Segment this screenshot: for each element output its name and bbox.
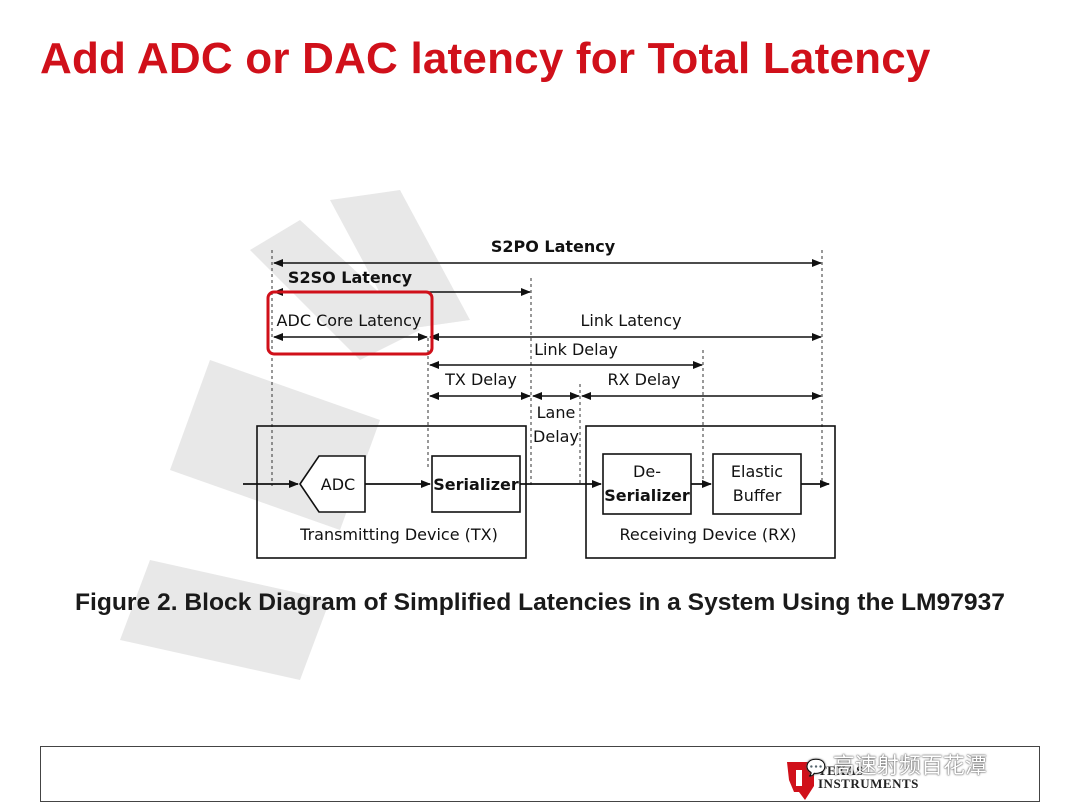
channel-watermark-text: 高速射频百花潭 [832,754,987,779]
figure-caption: Figure 2. Block Diagram of Simplified La… [75,589,1005,616]
link-latency-label: Link Latency [580,311,681,330]
deserializer-block [602,453,692,515]
lane-delay-label-line1: Lane [537,403,576,422]
transmitting-device-label: Transmitting Device (TX) [299,525,498,544]
transmitting-device-box [256,425,527,559]
ti-logo-text-line2: INSTRUMENTS [818,776,919,791]
adc-core-latency-label: ADC Core Latency [277,311,422,330]
s2po-latency-label: S2PO Latency [491,237,616,256]
lane-delay-label-line2: Delay [533,427,579,446]
tx-delay-label: TX Delay [444,370,517,389]
receiving-device-label: Receiving Device (RX) [620,525,797,544]
receiving-device-box [585,425,836,559]
reference-lines [271,250,823,486]
adc-block-label: ADC [321,475,355,494]
ti-logo-icon [787,762,814,800]
ti-logo-text: TEXAS INSTRUMENTS [818,764,919,790]
ti-logo-text-line1: TEXAS [818,763,864,778]
elastic-buffer-block [712,453,802,515]
serializer-block-label: Serializer [433,475,519,494]
channel-watermark: 💬 高速射频百花潭 [806,748,987,780]
link-delay-label: Link Delay [534,340,618,359]
deserializer-label-line1: De- [633,462,661,481]
s2so-latency-label: S2SO Latency [288,268,413,287]
serializer-block [431,455,521,513]
elastic-buffer-label-line2: Buffer [733,486,782,505]
footer-box [40,746,1040,802]
adc-core-latency-highlight [266,290,434,356]
deserializer-label-line2: Serializer [604,486,690,505]
slide-title: Add ADC or DAC latency for Total Latency [40,34,931,83]
elastic-buffer-label-line1: Elastic [731,462,783,481]
chat-bubble-icon: 💬 [806,758,826,777]
rx-delay-label: RX Delay [607,370,680,389]
